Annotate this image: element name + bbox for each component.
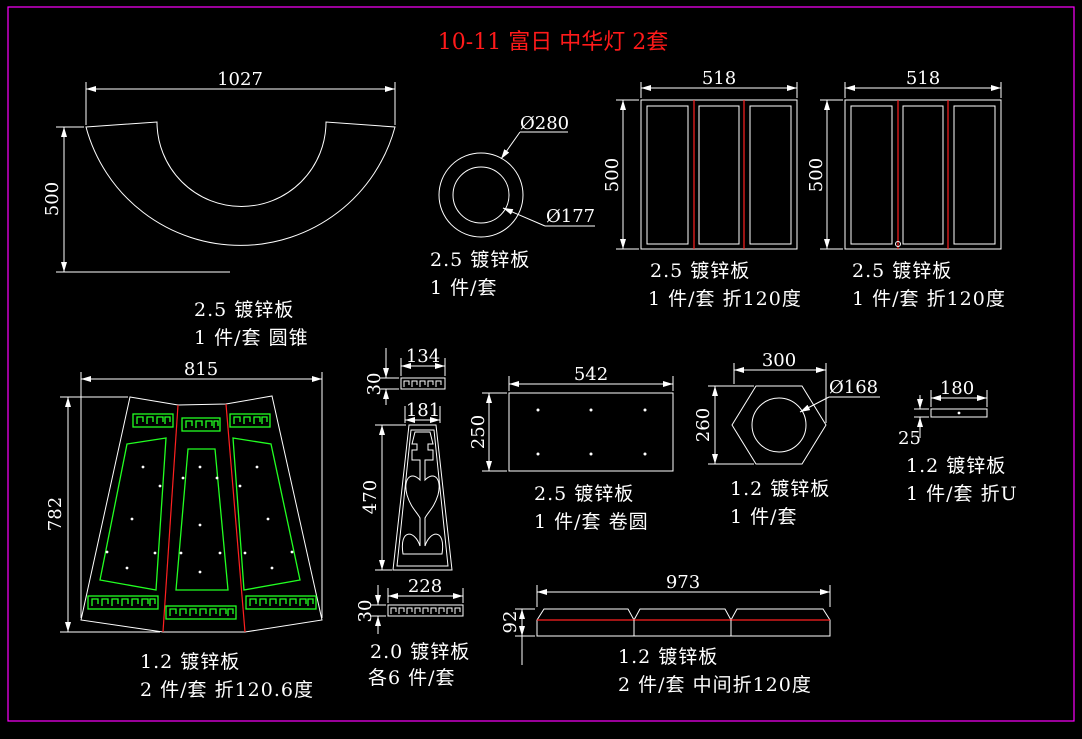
- fret-pattern-bottom: [87, 595, 317, 620]
- fan-width-dim: 815: [184, 359, 218, 380]
- panel-b-height-dim: 500: [806, 158, 827, 192]
- fan-height-dim: 782: [45, 497, 66, 531]
- part-ring: Ø280 Ø177 2.5 镀锌板 1 件/套: [430, 113, 595, 299]
- cone-qty-label: 1 件/套 圆锥: [194, 327, 309, 349]
- fret-pattern-top: [132, 413, 271, 432]
- pillar-material-label: 2.0 镀锌板: [370, 641, 470, 663]
- part-u-strip: 180 25 1.2 镀锌板 1 件/套 折U: [898, 378, 1018, 505]
- pillar-mid-width-dim: 181: [406, 400, 440, 421]
- drawing-title: 10-11 富日 中华灯 2套: [438, 30, 668, 55]
- hex-material-label: 1.2 镀锌板: [730, 478, 830, 500]
- panel-a-width-dim: 518: [702, 68, 736, 89]
- panel-a-height-dim: 500: [602, 158, 623, 192]
- ring-inner-dia: Ø177: [546, 206, 595, 227]
- long-strip-material-label: 1.2 镀锌板: [618, 646, 718, 668]
- fan-material-label: 1.2 镀锌板: [140, 651, 240, 673]
- fan-qty-label: 2 件/套 折120.6度: [140, 679, 314, 701]
- pillar-qty-label: 各6 件/套: [368, 667, 456, 689]
- pillar-bottom-width-dim: 228: [408, 576, 442, 597]
- roll-width-dim: 542: [574, 364, 608, 385]
- hex-height-dim: 260: [693, 408, 714, 442]
- hex-qty-label: 1 件/套: [730, 506, 798, 528]
- roll-material-label: 2.5 镀锌板: [534, 483, 634, 505]
- long-strip-width-dim: 973: [666, 572, 700, 593]
- panel-b-material-label: 2.5 镀锌板: [852, 260, 952, 282]
- pillar-bottom-height-dim: 30: [355, 600, 376, 623]
- ring-outer-dia: Ø280: [520, 113, 569, 134]
- hex-hole-dia: Ø168: [829, 377, 878, 398]
- u-strip-material-label: 1.2 镀锌板: [906, 455, 1006, 477]
- roll-qty-label: 1 件/套 卷圆: [534, 511, 649, 533]
- pillar-top-width-dim: 134: [406, 346, 440, 367]
- u-strip-width-dim: 180: [940, 378, 974, 399]
- rivet-dots: [105, 465, 294, 574]
- drawing-frame: [7, 6, 1075, 722]
- cone-height-dim: 500: [42, 182, 63, 216]
- pillar-top-height-dim: 30: [364, 373, 385, 396]
- part-roll-plate: 542 250 2.5 镀锌板 1 件/套 卷圆: [468, 364, 674, 533]
- panel-b-qty-label: 1 件/套 折120度: [852, 288, 1006, 310]
- panel-a-material-label: 2.5 镀锌板: [650, 260, 750, 282]
- panel-a-qty-label: 1 件/套 折120度: [648, 288, 802, 310]
- cone-width-dim: 1027: [217, 69, 263, 90]
- part-panel-a: 518 500 2.5 镀锌板 1 件/套 折120度: [602, 68, 802, 310]
- part-fan-panel: 815 782 1.2 镀锌板 2 件/套 折120.6度: [45, 359, 323, 701]
- part-cone: 1027 500 2.5 镀锌板 1 件/套 圆锥: [42, 69, 396, 349]
- long-strip-qty-label: 2 件/套 中间折120度: [618, 674, 812, 696]
- pillar-height-dim: 470: [360, 480, 381, 514]
- ring-qty-label: 1 件/套: [430, 277, 498, 299]
- long-strip-height-dim: 92: [500, 611, 521, 634]
- roll-height-dim: 250: [468, 415, 489, 449]
- ring-material-label: 2.5 镀锌板: [430, 249, 530, 271]
- u-strip-height-dim: 25: [898, 428, 921, 449]
- part-hexagon: 300 260 Ø168 1.2 镀锌板 1 件/套: [693, 350, 880, 528]
- cone-material-label: 2.5 镀锌板: [194, 299, 294, 321]
- u-strip-qty-label: 1 件/套 折U: [906, 483, 1018, 505]
- part-long-strip: 973 92 1.2 镀锌板 2 件/套 中间折120度: [500, 572, 831, 696]
- hex-width-dim: 300: [762, 350, 796, 371]
- panel-b-width-dim: 518: [906, 68, 940, 89]
- part-pillar: 134 30 181 470 228 30 2.0 镀锌板 各6: [355, 346, 470, 689]
- part-panel-b: 518 500 2.5 镀锌板 1 件/套 折120度: [806, 68, 1006, 310]
